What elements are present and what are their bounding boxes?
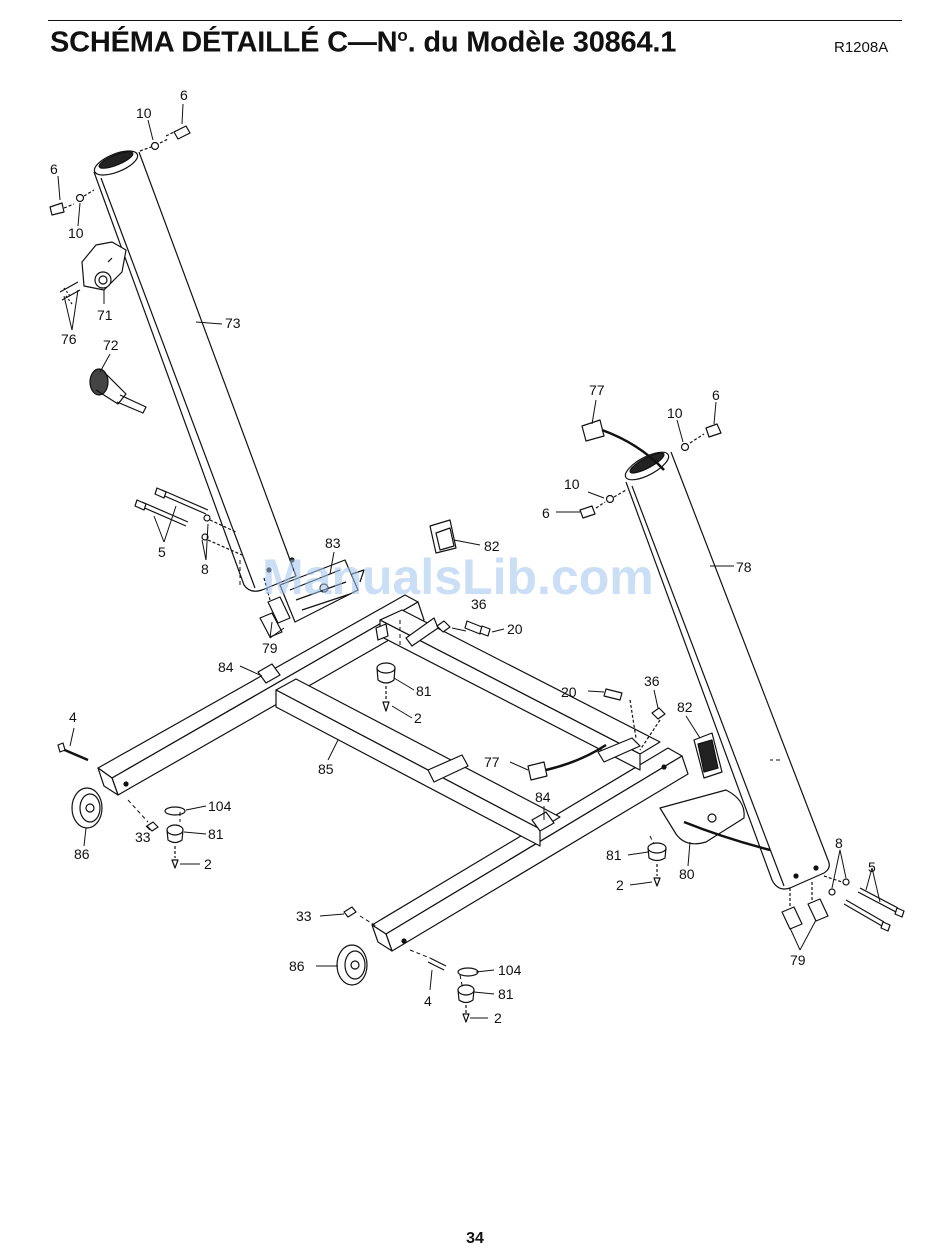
- pins-79-right: [782, 882, 828, 929]
- callout-36: 36: [644, 673, 660, 689]
- callout-33: 33: [135, 829, 151, 845]
- callout-76: 76: [61, 331, 77, 347]
- callout-78: 78: [736, 559, 752, 575]
- wire-77-bottom: [528, 745, 606, 780]
- callout-77: 77: [484, 754, 500, 770]
- foot-81-right: [648, 843, 666, 886]
- screw-6-top: [140, 126, 190, 151]
- callout-8: 8: [835, 835, 843, 851]
- callout-6: 6: [542, 505, 550, 521]
- callout-82: 82: [677, 699, 693, 715]
- callout-6: 6: [180, 87, 188, 103]
- knob-72: [90, 369, 146, 413]
- callout-84: 84: [218, 659, 234, 675]
- callout-2: 2: [414, 710, 422, 726]
- base-frame: [98, 595, 688, 951]
- callout-81: 81: [208, 826, 224, 842]
- callout-10: 10: [564, 476, 580, 492]
- callout-79: 79: [790, 952, 806, 968]
- callout-6: 6: [50, 161, 58, 177]
- callout-10: 10: [136, 105, 152, 121]
- callout-10: 10: [667, 405, 683, 421]
- bolts-5-right: [824, 876, 904, 931]
- callout-2: 2: [204, 856, 212, 872]
- callout-71: 71: [97, 307, 113, 323]
- callout-5: 5: [868, 859, 876, 875]
- callout-81: 81: [416, 683, 432, 699]
- callout-81: 81: [606, 847, 622, 863]
- callout-10: 10: [68, 225, 84, 241]
- callout-8: 8: [201, 561, 209, 577]
- callout-86: 86: [289, 958, 305, 974]
- cover-80: [660, 790, 770, 850]
- callout-81: 81: [498, 986, 514, 1002]
- callout-84: 84: [535, 789, 551, 805]
- callout-4: 4: [69, 709, 77, 725]
- callout-104: 104: [208, 798, 232, 814]
- callout-72: 72: [103, 337, 119, 353]
- callout-73: 73: [225, 315, 241, 331]
- callout-104: 104: [498, 962, 522, 978]
- callout-86: 86: [74, 846, 90, 862]
- callout-80: 80: [679, 866, 695, 882]
- bolts-5-left: [135, 488, 242, 555]
- callout-20: 20: [507, 621, 523, 637]
- watermark: ManualsLib.com: [262, 549, 654, 605]
- callout-79: 79: [262, 640, 278, 656]
- cap-82-right: [694, 733, 722, 778]
- screw-6-left: [50, 190, 94, 215]
- callout-2: 2: [616, 877, 624, 893]
- callout-2: 2: [494, 1010, 502, 1026]
- callout-20: 20: [561, 684, 577, 700]
- page-number: 34: [0, 1230, 950, 1248]
- left-upright: [91, 146, 296, 591]
- callout-85: 85: [318, 761, 334, 777]
- bracket-71: [60, 242, 126, 304]
- callout-33: 33: [296, 908, 312, 924]
- callout-5: 5: [158, 544, 166, 560]
- foot-81-top: [377, 663, 395, 711]
- callout-6: 6: [712, 387, 720, 403]
- callout-4: 4: [424, 993, 432, 1009]
- callout-77: 77: [589, 382, 605, 398]
